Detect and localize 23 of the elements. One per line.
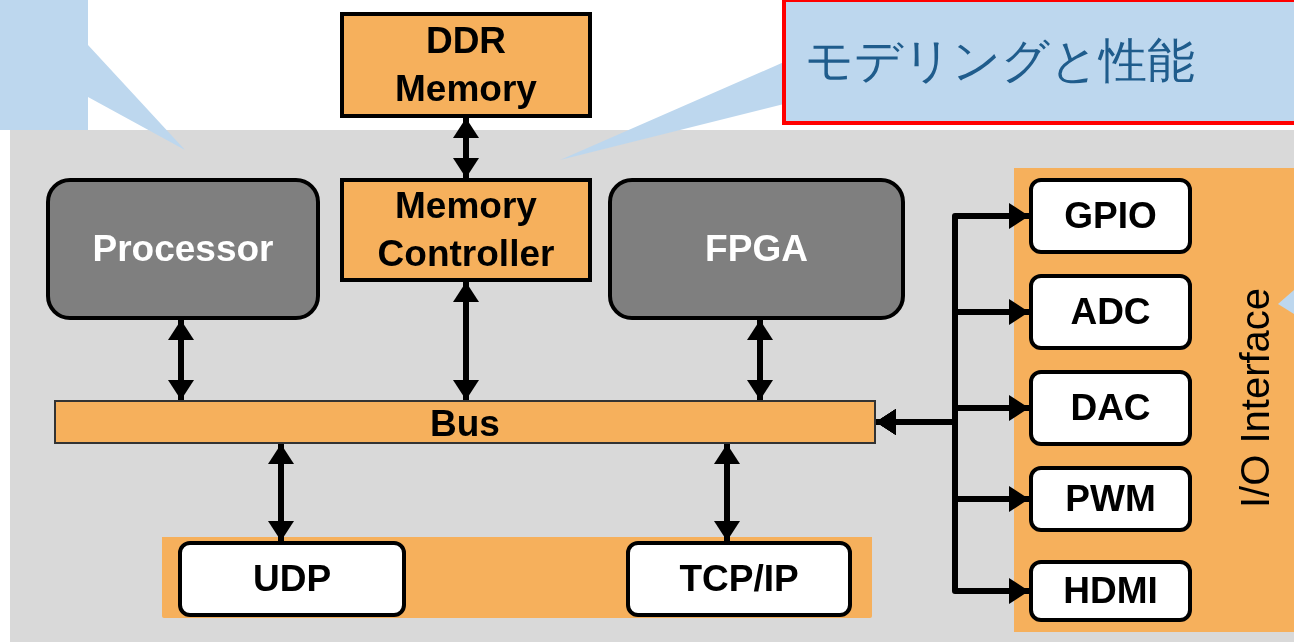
bus-bar: Bus	[54, 400, 876, 444]
double-arrow	[714, 444, 740, 541]
interface-box: ADC	[1029, 274, 1192, 350]
memory-box: DDR Memory	[340, 12, 592, 118]
double-arrow	[168, 320, 194, 400]
process-box: Processor	[46, 178, 320, 320]
double-arrow	[747, 320, 773, 400]
double-arrow	[453, 118, 479, 178]
double-arrow	[268, 444, 294, 541]
interface-box: GPIO	[1029, 178, 1192, 254]
panel	[10, 130, 1294, 642]
callout-text: モデリングと性能	[805, 31, 1195, 90]
interface-box: UDP	[178, 541, 406, 617]
double-arrow	[453, 282, 479, 400]
interface-panel	[1014, 168, 1294, 632]
panel-title: I/O Interface	[1232, 286, 1278, 511]
network-band	[162, 537, 872, 618]
interface-box: TCP/IP	[626, 541, 852, 617]
process-box: FPGA	[608, 178, 905, 320]
interface-box: PWM	[1029, 466, 1192, 532]
interface-box: HDMI	[1029, 560, 1192, 622]
interface-box: DAC	[1029, 370, 1192, 446]
memory-box: Memory Controller	[340, 178, 592, 282]
